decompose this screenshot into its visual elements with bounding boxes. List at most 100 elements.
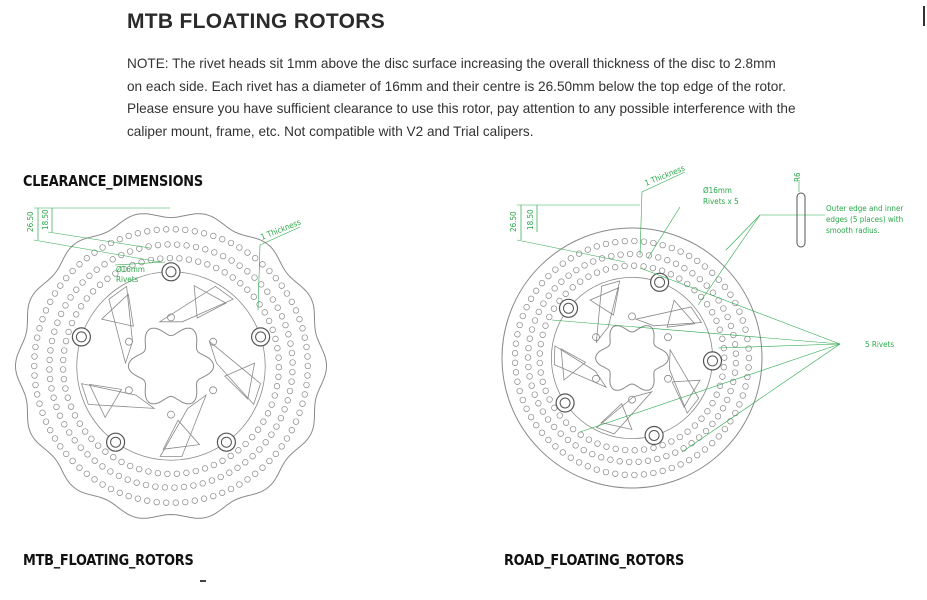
rotor-hole (288, 427, 295, 434)
rotor-hole (264, 288, 271, 295)
rotor-hole (274, 304, 281, 311)
rotor-hole (144, 228, 151, 235)
rotor-hole (236, 244, 243, 251)
rotor-hole (577, 431, 584, 438)
rotor-hub (127, 327, 215, 405)
rotor-outer-edge (501, 227, 763, 489)
rotor-hole (719, 405, 727, 412)
rotor-hole (166, 254, 174, 262)
rotor-hole (86, 272, 93, 279)
rotor-hole (640, 471, 648, 478)
rotor-hole (514, 378, 521, 385)
rotor-hole (732, 360, 740, 367)
rotor-hole (278, 282, 285, 289)
heading-road-floating-rotors: ROAD_FLOATING_ROTORS (504, 551, 685, 569)
rotor-hole (271, 392, 278, 399)
rotor-hole (562, 419, 570, 426)
rotor-window (193, 284, 227, 319)
rotor-hole (204, 261, 211, 268)
rotor-spoke (80, 383, 156, 409)
rotor-hole (164, 241, 171, 248)
rotor-hole (99, 463, 106, 470)
rotor-hole (171, 484, 178, 491)
rotor-hole (134, 495, 142, 502)
rotor-hole (698, 415, 705, 422)
rotor-hole (262, 439, 269, 446)
rotor-hole (145, 468, 152, 475)
rotor-hole (612, 239, 619, 246)
rotor-hole (727, 291, 734, 298)
right-thickness-label: 1 Thickness (643, 164, 686, 188)
rotor-hole (612, 470, 619, 477)
note-line-2: on each side. Each rivet has a diameter … (127, 78, 786, 94)
rotor-hole (42, 307, 50, 314)
rotor-hole (127, 462, 134, 470)
hub-bolt-hole (664, 374, 672, 383)
rotor-hole (274, 345, 281, 352)
rotor-hole (516, 321, 523, 329)
rotor-hole (57, 282, 64, 289)
rotor-hole (268, 431, 275, 438)
rotor-hole (102, 448, 109, 455)
rotor-hole (736, 401, 743, 408)
rotor-rivet-inner (110, 436, 122, 448)
rotor-hole (182, 226, 189, 234)
rotor-hole (677, 248, 684, 255)
rotor-hole (296, 316, 303, 323)
rotor-hole (572, 442, 579, 449)
rotor-hole (59, 366, 67, 373)
rotor-hole (731, 369, 739, 376)
rotor-hole (556, 297, 563, 305)
rotor-rivet (105, 432, 126, 452)
rotor-hole (659, 467, 666, 475)
rotor-rivet-inner (654, 276, 666, 288)
rotor-hole (272, 450, 279, 458)
rotor-hole (183, 242, 190, 249)
rotor-hole (742, 383, 749, 390)
rotor-hole (621, 238, 628, 245)
rotor-hole (567, 255, 574, 262)
rotor-hole (731, 341, 739, 348)
rotor-hole (99, 244, 106, 251)
rotor-hole (540, 300, 547, 307)
rotor-hole (704, 408, 711, 415)
rotor-hole (269, 296, 276, 303)
rotor-hole (545, 436, 552, 444)
edge-note-line-3: smooth radius. (826, 226, 880, 235)
rotor-hole (210, 492, 217, 500)
rotor-hole (676, 433, 683, 441)
rotor-hole (278, 313, 286, 320)
rotor-rivet (555, 393, 575, 413)
rotor-hole (727, 418, 734, 425)
rotor-hole (680, 445, 687, 452)
rotor-hole (744, 373, 751, 381)
rotor-hole (640, 446, 648, 453)
rotor-hole (575, 459, 583, 466)
rotor-hole (288, 378, 295, 385)
rotor-hole (524, 354, 532, 361)
rotor-hole (73, 311, 80, 318)
rotor-hole (211, 249, 218, 256)
rotor-hole (219, 489, 226, 496)
rotor-hole (67, 403, 75, 410)
left-thickness-label: 1 Thickness (259, 218, 302, 242)
rotor-window (162, 419, 201, 450)
rotor-hole (724, 313, 731, 321)
rotor-hole (607, 456, 614, 463)
rotor-hole (694, 451, 701, 459)
rotor-hole (545, 272, 552, 280)
rotor-hole (603, 443, 610, 450)
rotor-hole (716, 326, 723, 333)
rotor-hole (125, 232, 132, 240)
rotor-hole (259, 464, 266, 471)
cursor-bar (923, 6, 925, 26)
rotor-hole (598, 454, 605, 461)
rotor-hole (531, 317, 539, 324)
rotor-hole (550, 423, 558, 431)
rotor-hole (48, 337, 56, 345)
rotor-hole (715, 276, 722, 283)
right-dim-1850: 18.50 (526, 209, 535, 230)
rotor-hole (79, 279, 86, 286)
rotor-hole (133, 479, 140, 486)
